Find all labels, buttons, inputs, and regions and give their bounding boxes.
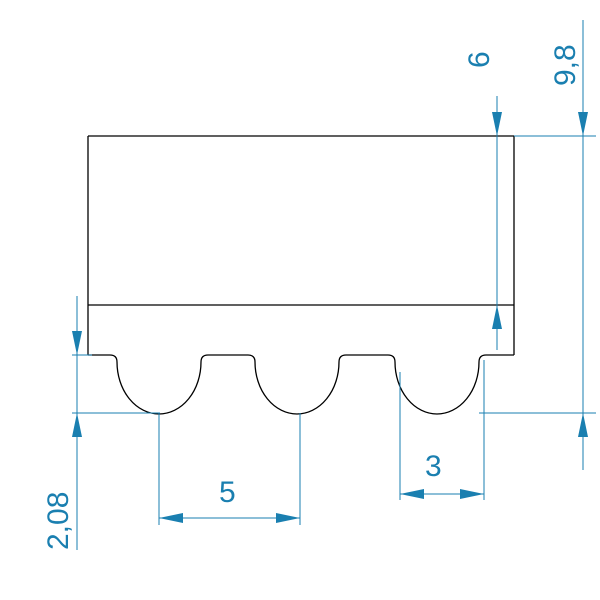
dimension-label-tooth-width: 3 bbox=[425, 450, 442, 483]
dimension-label-belt-thickness: 6 bbox=[463, 51, 496, 68]
extension-lines bbox=[72, 135, 596, 525]
dimension-pitch: 5 bbox=[159, 476, 300, 523]
dimension-belt-thickness: 6 bbox=[463, 51, 502, 350]
dimension-label-total-height: 9,8 bbox=[549, 44, 582, 86]
teeth-profile bbox=[88, 354, 514, 415]
dimension-tooth-width: 3 bbox=[400, 450, 484, 499]
dimension-label-pitch: 5 bbox=[219, 476, 236, 509]
dimension-label-tooth-height: 2,08 bbox=[42, 492, 75, 550]
dimension-total-height: 9,8 bbox=[549, 20, 588, 470]
belt-outline bbox=[87, 135, 515, 415]
dimension-tooth-height: 2,08 bbox=[42, 296, 82, 550]
